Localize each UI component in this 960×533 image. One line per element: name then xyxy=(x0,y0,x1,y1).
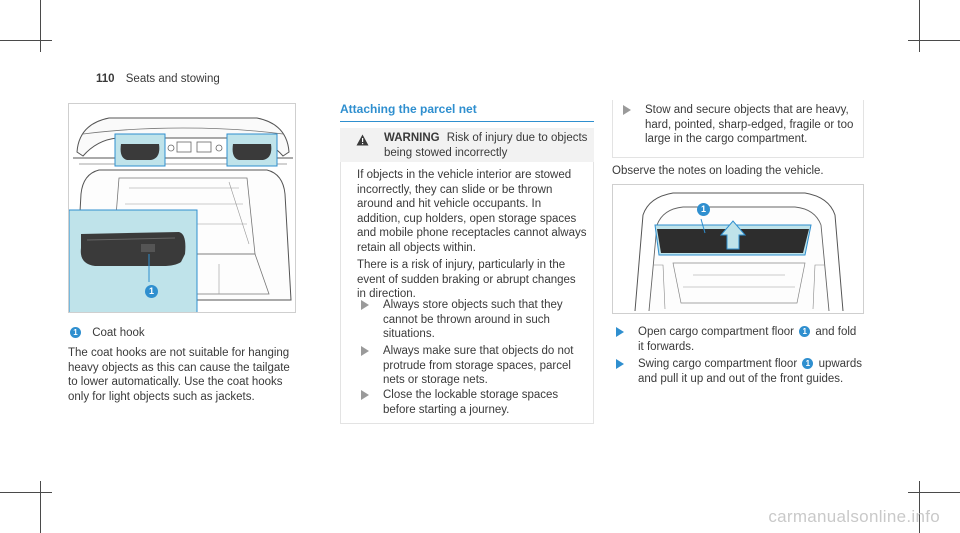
bullet-text: Close the lockable storage spaces before… xyxy=(383,389,559,416)
crop-mark xyxy=(40,481,41,533)
loading-note: Observe the notes on loading the vehicle… xyxy=(612,165,824,177)
warning-bullet: Stow and secure objects that are heavy, … xyxy=(623,103,859,147)
crop-mark xyxy=(919,0,920,52)
warning-text-1: Risk of injury due to objects xyxy=(446,132,588,144)
bullet-arrow-icon xyxy=(623,105,631,115)
cargo-floor-illustration xyxy=(634,192,844,312)
legend: 1 Coat hook xyxy=(68,326,296,341)
cargo-floor-figure: 1 xyxy=(612,184,864,314)
warning-heading: WARNING Risk of injury due to objects be… xyxy=(384,131,589,160)
bullet-arrow-icon xyxy=(361,300,369,310)
bullet-arrow-icon xyxy=(361,346,369,356)
watermark: carmanualsonline.info xyxy=(768,507,940,526)
section-title: Attaching the parcel net xyxy=(340,102,477,116)
coat-hook-text: The coat hooks are not suitable for hang… xyxy=(68,347,290,403)
legend-callout: 1 xyxy=(70,327,81,338)
coat-hook-figure: 1 xyxy=(68,103,296,313)
bullet-arrow-icon xyxy=(616,327,624,337)
step-1-pre: Open cargo compartment floor xyxy=(638,326,794,338)
crop-mark xyxy=(919,481,920,533)
crop-mark xyxy=(908,492,960,493)
step-1: Open cargo compartment floor 1 and fold … xyxy=(616,325,864,354)
tailgate-illustration xyxy=(69,117,293,312)
warning-text-2: being stowed incorrectly xyxy=(384,146,508,159)
warning-bullet: Always store objects such that they cann… xyxy=(361,298,587,342)
section-name: Seats and stowing xyxy=(125,73,220,85)
page-header: 110 Seats and stowing xyxy=(96,73,220,85)
warning-para-2: There is a risk of injury, particularly … xyxy=(357,259,576,301)
crop-mark xyxy=(0,40,52,41)
step-2-pre: Swing cargo compartment floor xyxy=(638,358,798,370)
continued-warning-box: Stow and secure objects that are heavy, … xyxy=(612,100,864,158)
figure-callout-1: 1 xyxy=(145,285,158,298)
step-1-post: and fold it forwards. xyxy=(638,326,857,353)
crop-mark xyxy=(40,0,41,52)
step-1-callout: 1 xyxy=(799,326,811,337)
warning-triangle-icon xyxy=(356,133,369,151)
crop-mark xyxy=(908,40,960,41)
step-1-text: Open cargo compartment floor 1 and fold … xyxy=(638,325,864,354)
step-2: Swing cargo compartment floor 1 upwards … xyxy=(616,357,864,386)
warning-label: WARNING xyxy=(384,132,440,144)
step-2-callout: 1 xyxy=(802,358,814,369)
bullet-text: Stow and secure objects that are heavy, … xyxy=(645,104,854,146)
step-2-text: Swing cargo compartment floor 1 upwards … xyxy=(638,357,864,386)
section-title-rule xyxy=(340,121,594,122)
crop-mark xyxy=(0,492,52,493)
bullet-arrow-icon xyxy=(616,359,624,369)
bullet-text: Always make sure that objects do not pro… xyxy=(383,345,574,387)
bullet-text: Always store objects such that they cann… xyxy=(383,299,563,341)
figure-callout-1: 1 xyxy=(697,203,710,216)
page-number: 110 xyxy=(96,73,115,85)
warning-bullet: Close the lockable storage spaces before… xyxy=(361,388,587,417)
step-2-post: upwards and pull it up and out of the fr… xyxy=(638,358,863,385)
warning-header: WARNING Risk of injury due to objects be… xyxy=(340,128,594,162)
warning-para-1: If objects in the vehicle interior are s… xyxy=(357,169,587,254)
coat-hook-paragraph: The coat hooks are not suitable for hang… xyxy=(68,346,296,404)
warning-body: If objects in the vehicle interior are s… xyxy=(340,162,594,424)
legend-label: Coat hook xyxy=(92,327,145,339)
warning-bullet: Always make sure that objects do not pro… xyxy=(361,344,587,388)
bullet-arrow-icon xyxy=(361,390,369,400)
